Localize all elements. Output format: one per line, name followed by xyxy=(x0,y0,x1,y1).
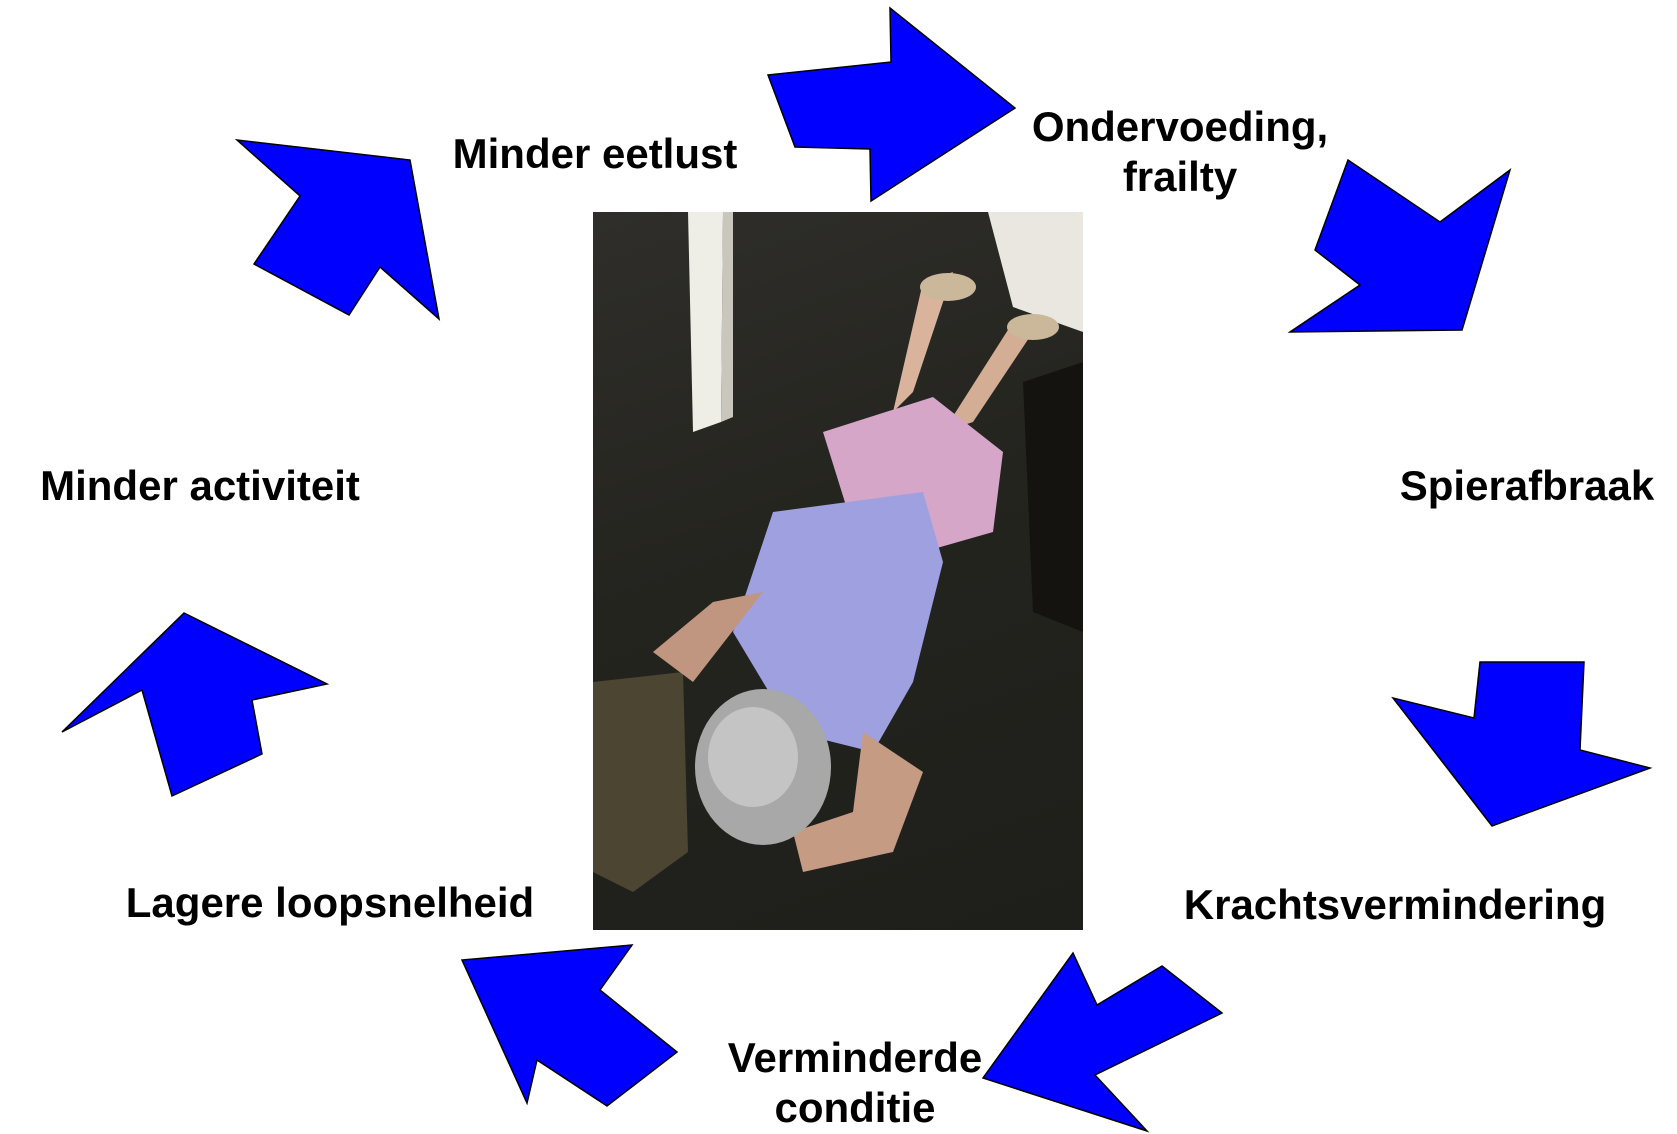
node-verminderde-conditie-line1: Verminderde xyxy=(690,1033,1020,1083)
node-ondervoeding: Ondervoeding, frailty xyxy=(1010,102,1350,202)
node-krachtsvermindering-line1: Krachtsvermindering xyxy=(1155,880,1635,930)
node-krachtsvermindering: Krachtsvermindering xyxy=(1155,880,1635,930)
arrow-up-icon xyxy=(62,613,327,796)
arrow-right-icon xyxy=(768,8,1015,201)
node-lagere-loopsnelheid-line1: Lagere loopsnelheid xyxy=(90,878,570,928)
node-lagere-loopsnelheid: Lagere loopsnelheid xyxy=(90,878,570,928)
node-spierafbraak-line1: Spierafbraak xyxy=(1382,461,1672,511)
node-spierafbraak: Spierafbraak xyxy=(1382,461,1672,511)
arrow-up-right-icon xyxy=(237,140,439,319)
node-ondervoeding-line1: Ondervoeding, xyxy=(1010,102,1350,152)
node-ondervoeding-line2: frailty xyxy=(1010,152,1350,202)
arrow-up-left-icon xyxy=(462,945,677,1106)
node-verminderde-conditie: Verminderde conditie xyxy=(690,1033,1020,1133)
node-minder-activiteit: Minder activiteit xyxy=(10,461,390,511)
node-verminderde-conditie-line2: conditie xyxy=(690,1083,1020,1133)
node-minder-eetlust: Minder eetlust xyxy=(425,129,765,179)
node-minder-eetlust-line1: Minder eetlust xyxy=(425,129,765,179)
node-minder-activiteit-line1: Minder activiteit xyxy=(10,461,390,511)
arrow-down-left-icon xyxy=(1393,662,1650,826)
